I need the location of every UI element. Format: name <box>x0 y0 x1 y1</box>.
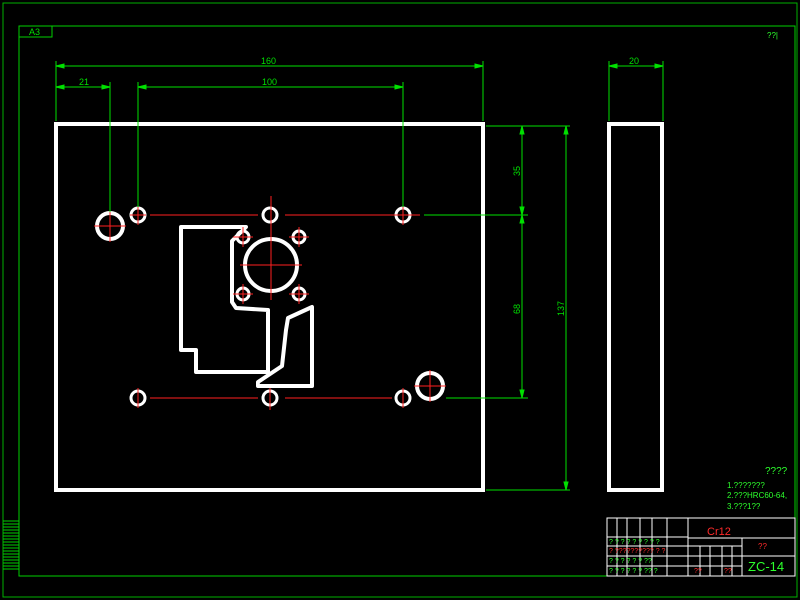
inner-drawing-frame <box>18 25 796 577</box>
red-small-mark-1: ?? <box>694 568 702 575</box>
material-label: Cr12 <box>707 526 731 538</box>
cavity-profile-right <box>256 305 314 388</box>
dim-hole-span: 100 <box>262 77 277 87</box>
cavity-profile-left <box>179 225 270 374</box>
note-line-2: 2.???HRC60-64, <box>727 491 787 500</box>
red-small-mark-2: ?? <box>724 568 732 575</box>
binding-strip <box>3 520 19 570</box>
note-line-3: 3.???1?? <box>727 502 761 511</box>
title-row-2: ? ?????????? ? ? <box>609 548 666 555</box>
note-line-1: 1.??????? <box>727 481 765 490</box>
title-row-3: ? ? ? ? ? ? ?? <box>609 558 652 565</box>
corner-mark: ??| <box>767 31 778 40</box>
sheet-size-label: A3 <box>29 27 40 37</box>
dim-thickness: 20 <box>629 56 639 66</box>
dim-overall-height: 137 <box>556 301 566 316</box>
dimension-lines <box>55 61 664 491</box>
dim-top-offset: 35 <box>512 166 522 176</box>
title-block-grid <box>606 517 796 577</box>
title-row-1: ? ? ? ? ? ? ? ? ? <box>609 539 660 546</box>
screw-hole <box>261 206 279 224</box>
notes-heading: ???? <box>765 466 788 477</box>
side-view-outline <box>607 122 664 492</box>
dim-hole-pitch: 68 <box>512 304 522 314</box>
sheet-size-box <box>18 25 53 38</box>
title-row-4: ? ? ? ? ? ? ?? ? <box>609 568 658 575</box>
dim-overall-width: 160 <box>261 56 276 66</box>
center-lines <box>94 196 446 410</box>
scale-mark: ?? <box>758 542 767 551</box>
plate-outline <box>54 122 485 492</box>
dim-left-offset: 21 <box>79 77 89 87</box>
drawing-number: ZC-14 <box>748 559 784 574</box>
